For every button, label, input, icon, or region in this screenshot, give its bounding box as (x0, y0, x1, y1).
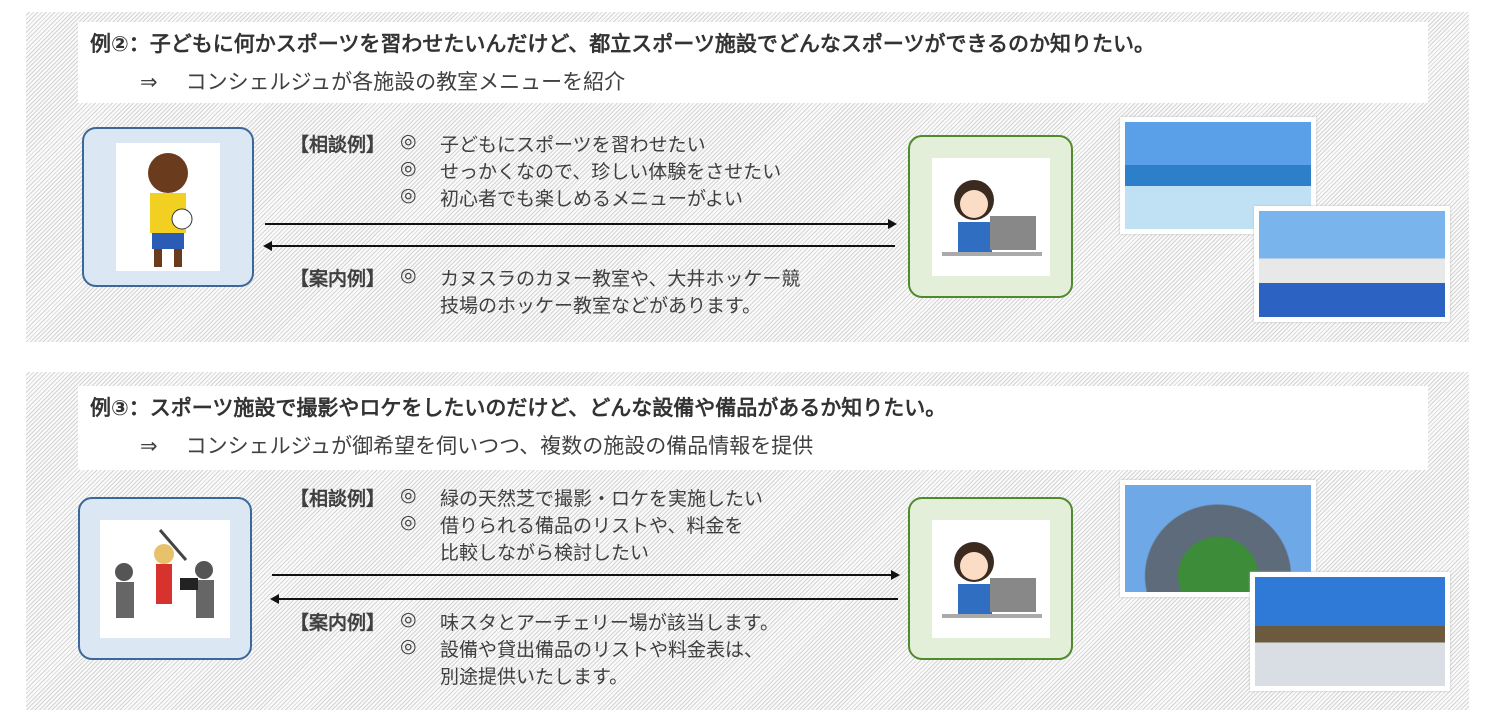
arrow-symbol: ⇒ (140, 70, 158, 94)
guide-section: 【案内例】 ◎味スタとアーチェリー場が該当します。 ◎設備や貸出備品のリストや料… (290, 608, 779, 688)
hockey-stadium-photo (1254, 206, 1450, 322)
customer-box (82, 127, 254, 287)
arrow-right (272, 570, 900, 580)
guide-section: 【案内例】 ◎カヌスラのカヌー教室や、大井ホッケー競 技場のホッケー教室などがあ… (290, 264, 801, 317)
example-2-panel: 例②：子どもに何かスポーツを習わせたいんだけど、都立スポーツ施設でどんなスポーツ… (26, 12, 1469, 342)
example-answer: コンシェルジュが各施設の教室メニューを紹介 (185, 70, 626, 94)
concierge-box (908, 497, 1073, 660)
example-title: 例③：スポーツ施設で撮影やロケをしたいのだけど、どんな設備や備品があるか知りたい… (90, 396, 947, 420)
consult-section: 【相談例】 ◎緑の天然芝で撮影・ロケを実施したい ◎借りられる備品のリストや、料… (290, 484, 764, 564)
example-header: 例③：スポーツ施設で撮影やロケをしたいのだけど、どんな設備や備品があるか知りたい… (78, 386, 1428, 470)
concierge-illustration (931, 157, 1050, 276)
arrow-right (265, 219, 897, 229)
example-answer: コンシェルジュが御希望を伺いつつ、複数の施設の備品情報を提供 (185, 434, 814, 458)
canoe-slalom-photo (1120, 117, 1316, 234)
example-3-panel: 例③：スポーツ施設で撮影やロケをしたいのだけど、どんな設備や備品があるか知りたい… (26, 372, 1469, 710)
concierge-box (908, 135, 1073, 298)
consult-section: 【相談例】 ◎子どもにスポーツを習わせたい ◎せっかくなので、珍しい体験をさせた… (290, 130, 782, 210)
film-crew-illustration (100, 519, 230, 638)
arrow-left (263, 241, 895, 251)
example-title: 例②：子どもに何かスポーツを習わせたいんだけど、都立スポーツ施設でどんなスポーツ… (90, 32, 1156, 56)
concierge-illustration (931, 519, 1050, 638)
archery-field-photo (1250, 572, 1450, 691)
child-soccer-illustration (116, 143, 220, 271)
example-header: 例②：子どもに何かスポーツを習わせたいんだけど、都立スポーツ施設でどんなスポーツ… (78, 22, 1428, 103)
arrow-left (270, 594, 898, 604)
arrow-symbol: ⇒ (140, 434, 158, 458)
customer-box (78, 497, 252, 660)
